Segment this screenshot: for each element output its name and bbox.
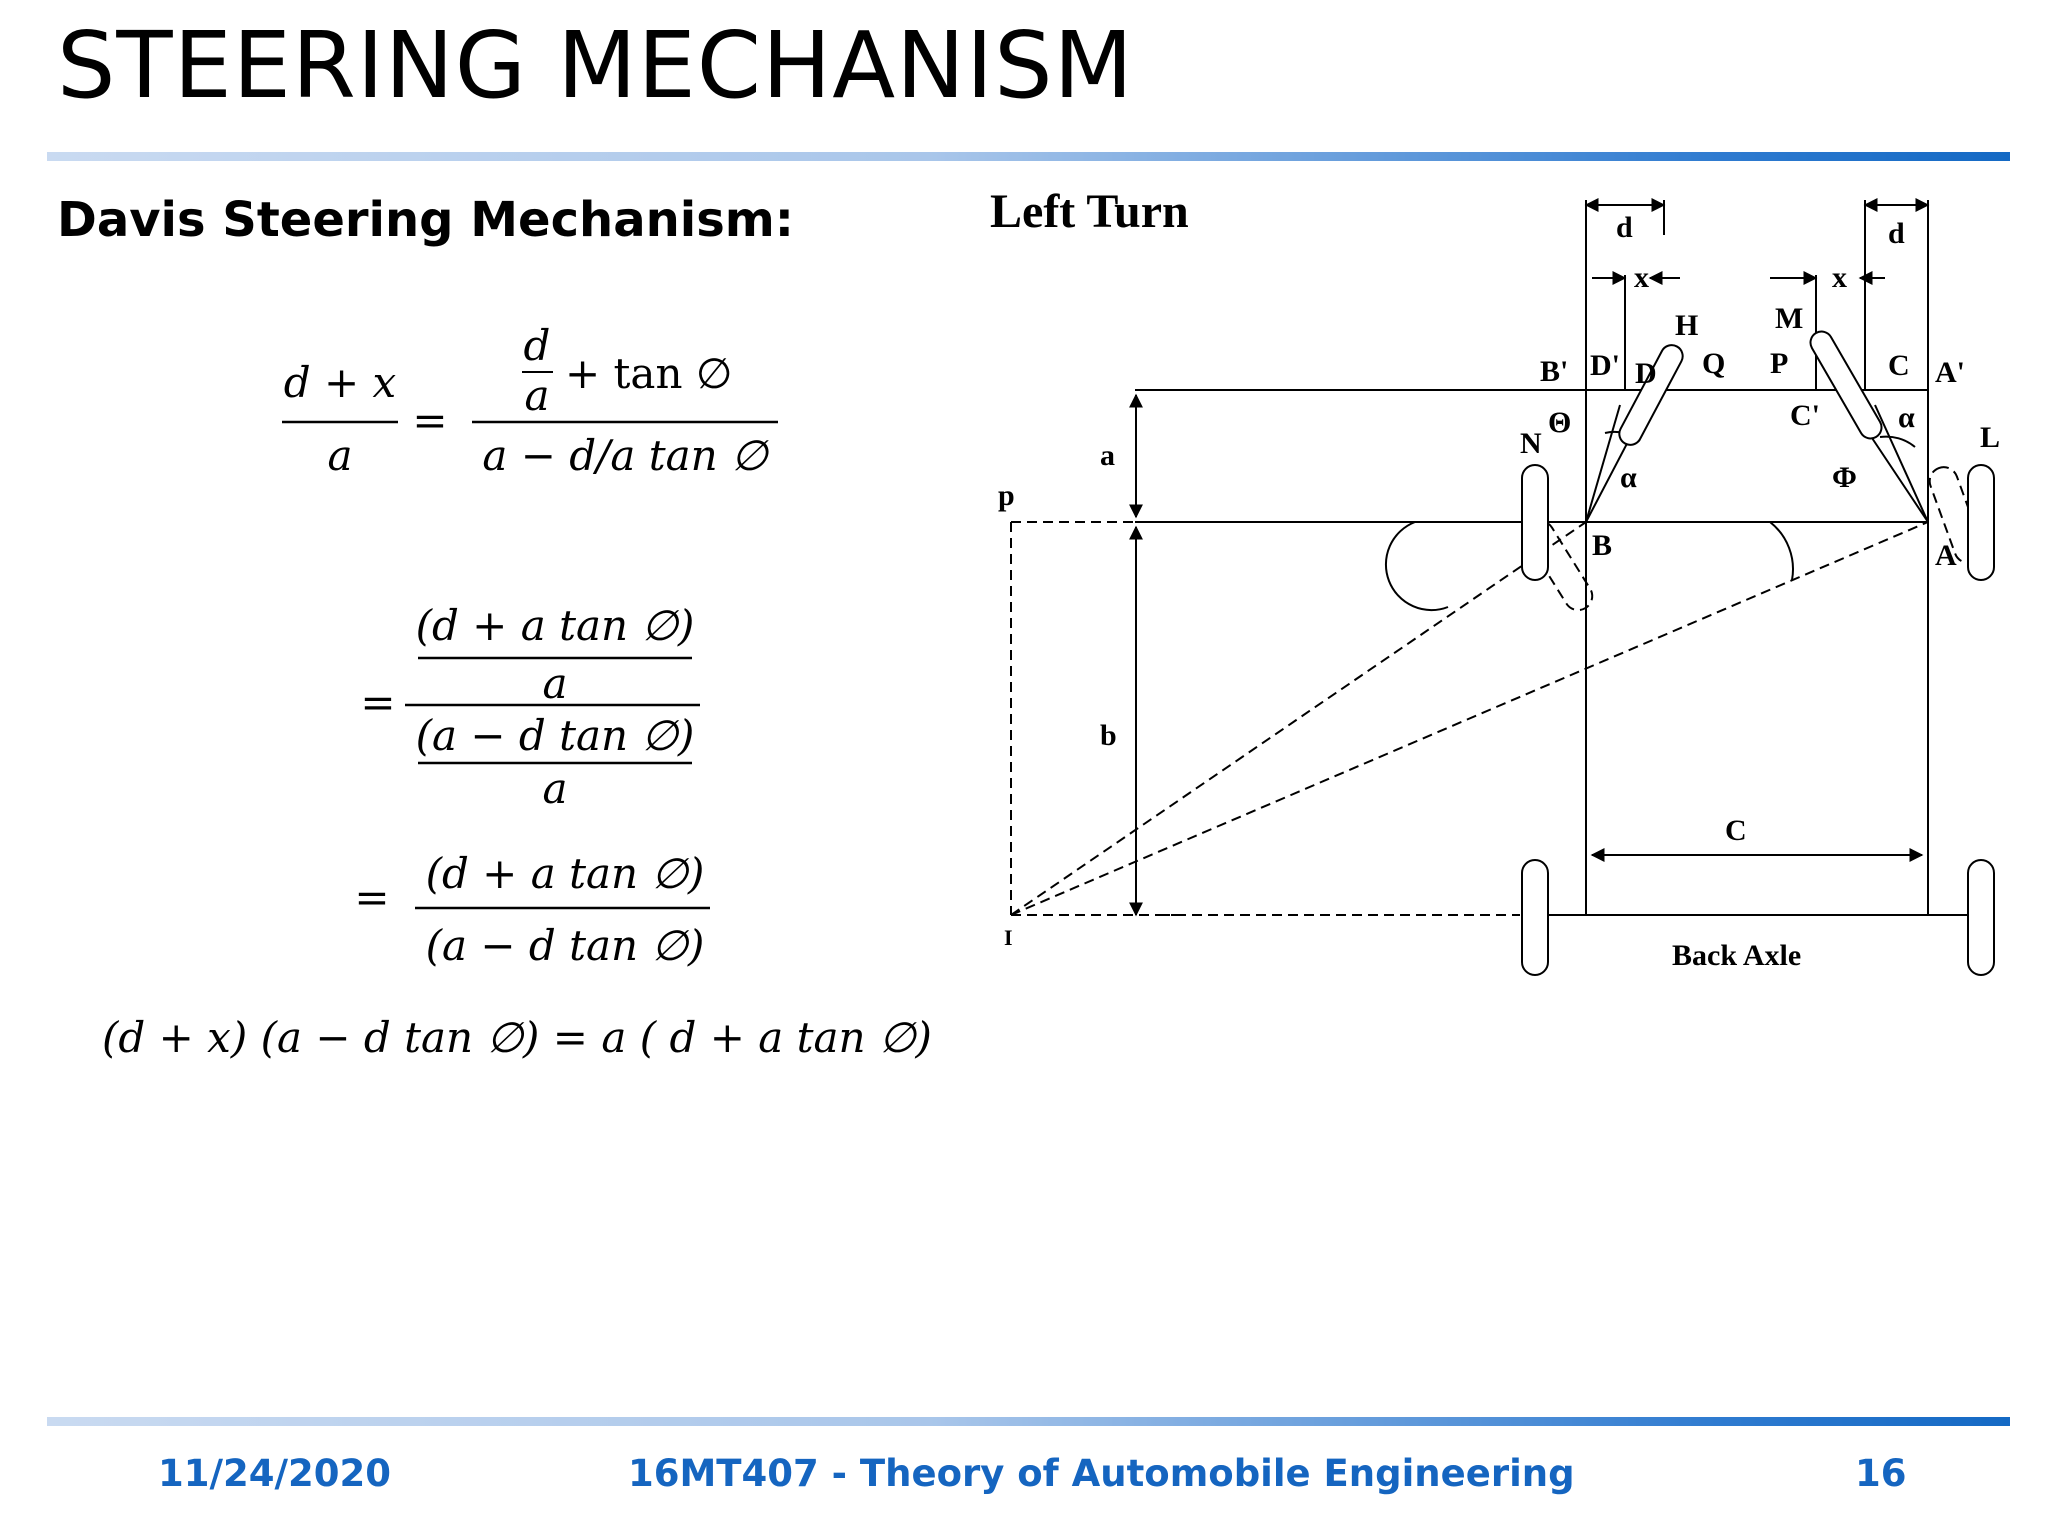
label-D: D [1635, 357, 1657, 390]
label-d-left: d [1616, 211, 1633, 244]
label-x-right: x [1832, 261, 1847, 294]
eq1-lhs-denominator: a [327, 431, 352, 480]
label-P: P [1770, 347, 1788, 380]
eq2-equals: = [360, 678, 395, 727]
label-H: H [1675, 309, 1698, 342]
eq2-bottom-denominator: a [542, 764, 567, 813]
label-A: A [1935, 539, 1957, 572]
eq4: (d + x) (a − d tan ∅) = a ( d + a tan ∅) [102, 1013, 932, 1062]
label-C-upper: C [1888, 349, 1910, 382]
label-a: a [1100, 439, 1115, 472]
label-back-axle: Back Axle [1672, 939, 1801, 972]
label-b: b [1100, 719, 1117, 752]
label-B: B [1592, 529, 1612, 562]
footer-date: 11/24/2020 [158, 1452, 391, 1495]
eq2-top-denominator: a [542, 659, 567, 708]
footer-divider [47, 1417, 2010, 1426]
eq1-rhs-numerator-rest: + tan ∅ [565, 349, 732, 398]
label-M: M [1775, 302, 1803, 335]
footer-course: 16MT407 - Theory of Automobile Engineeri… [628, 1452, 1575, 1495]
footer-page-number: 16 [1855, 1452, 1907, 1495]
steering-diagram: Left Turn d d x x H M B' D' D Q P C A' C… [990, 185, 2000, 976]
label-p: p [998, 479, 1015, 512]
label-N: N [1520, 427, 1542, 460]
label-A-prime: A' [1935, 356, 1965, 389]
label-D-prime: D' [1590, 349, 1620, 382]
slide-title: STEERING MECHANISM [57, 12, 1134, 119]
eq1-rhs-inner-denominator: a [524, 371, 549, 420]
label-d-right: d [1888, 217, 1905, 250]
eq1-rhs-denominator: a − d/a tan ∅ [482, 431, 770, 480]
eq1-lhs-numerator: d + x [284, 358, 397, 407]
label-I: I [1004, 925, 1013, 950]
eq3-numerator: (d + a tan ∅) [426, 849, 705, 898]
slide-subtitle: Davis Steering Mechanism: [57, 192, 794, 248]
equations-block: d + x a = d a + tan ∅ a − d/a tan ∅ = (d… [102, 321, 932, 1062]
label-L: L [1980, 421, 2000, 454]
label-C-prime: C' [1790, 399, 1820, 432]
eq2-bottom-numerator: (a − d tan ∅) [416, 711, 695, 760]
label-B-prime: B' [1540, 355, 1568, 388]
eq3-denominator: (a − d tan ∅) [426, 921, 705, 970]
diagram-heading: Left Turn [990, 185, 1189, 238]
label-C-track: C [1725, 814, 1747, 847]
title-divider [47, 152, 2010, 161]
label-alpha-right: α [1898, 401, 1915, 434]
label-phi: Φ [1832, 461, 1857, 494]
eq2-top-numerator: (d + a tan ∅) [416, 601, 695, 650]
label-theta: Θ [1548, 406, 1571, 439]
eq3-equals: = [354, 873, 389, 922]
eq1-equals: = [412, 396, 447, 445]
label-Q: Q [1702, 347, 1725, 380]
eq1-rhs-inner-numerator: d [524, 321, 551, 370]
label-x-left: x [1634, 261, 1649, 294]
label-alpha-left: α [1620, 461, 1637, 494]
